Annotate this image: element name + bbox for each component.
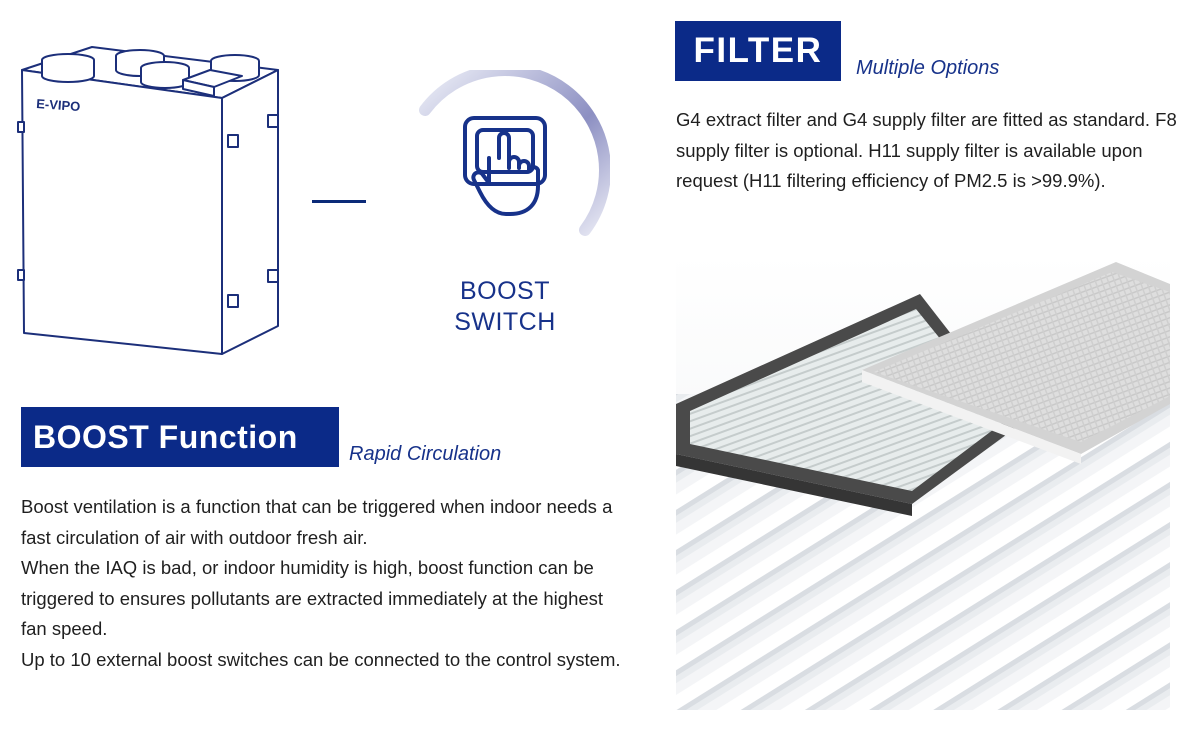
boost-paragraph: Up to 10 external boost switches can be …: [21, 648, 621, 670]
boost-switch-label: BOOST SWITCH: [430, 276, 580, 338]
filter-subtitle: Multiple Options: [856, 57, 1000, 79]
boost-subtitle: Rapid Circulation: [349, 443, 502, 465]
ventilation-unit-illustration: E-VIPO: [17, 46, 279, 355]
boost-paragraph: When the IAQ is bad, or indoor humidity …: [21, 557, 604, 639]
boost-paragraph: Boost ventilation is a function that can…: [21, 496, 613, 548]
boost-switch-icon: [419, 70, 610, 236]
boost-heading: BOOST Function: [21, 407, 339, 467]
unit-brand-label: E-VIPO: [36, 96, 81, 114]
switch-label-line2: SWITCH: [454, 308, 556, 336]
filter-heading: FILTER: [675, 21, 841, 81]
boost-description: Boost ventilation is a function that can…: [21, 492, 631, 675]
filter-description: G4 extract filter and G4 supply filter a…: [676, 109, 1177, 191]
connector-dash: [312, 200, 366, 203]
filter-photo: [676, 254, 1170, 710]
switch-label-line1: BOOST: [459, 277, 550, 305]
